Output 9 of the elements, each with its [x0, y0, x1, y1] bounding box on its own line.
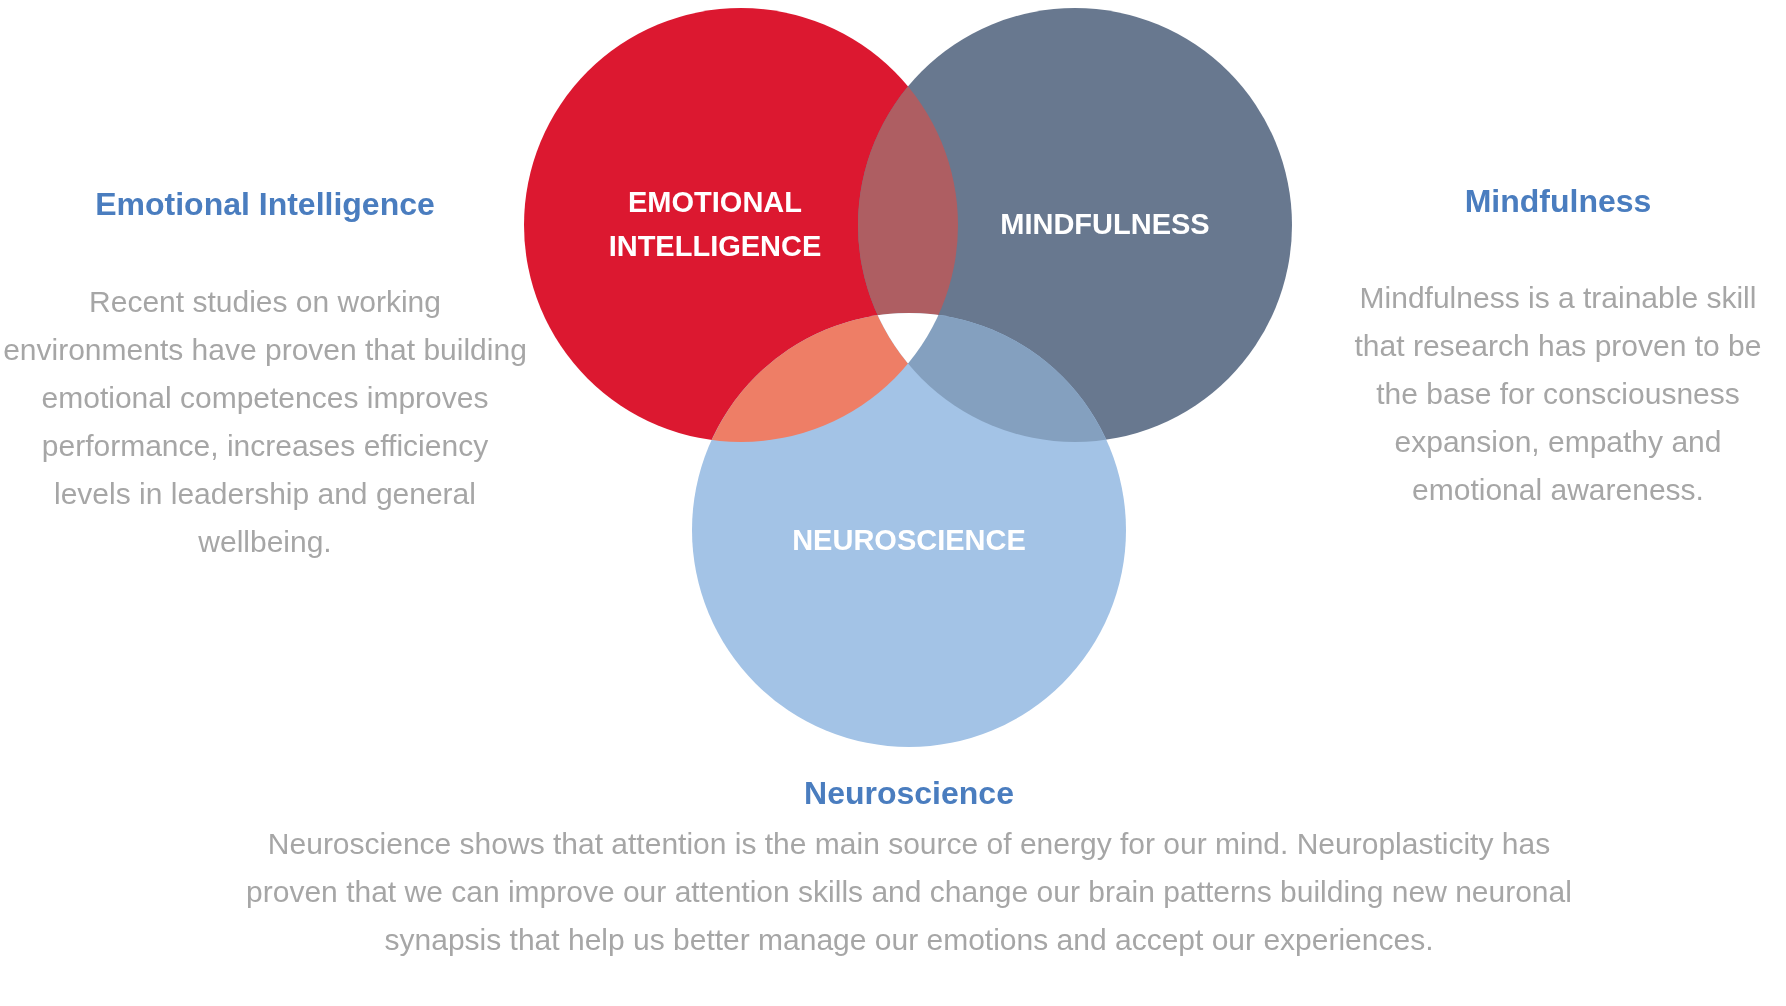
circle-label: MINDFULNESS [999, 207, 1211, 242]
heading: Mindfulness [1463, 183, 1653, 220]
heading: Emotional Intelligence [94, 186, 436, 223]
circle-label: EMOTIONAL INTELLIGENCE [607, 185, 823, 264]
circle-label: NEUROSCIENCE [791, 523, 1027, 558]
description: Mindfulness is a trainable skill that research has proven to be the base for consciousness expansion, empathy and emotional awareness. [1353, 280, 1763, 508]
description: Recent studies on working environments have proven that building emotional competences improves performance, increases efficiency levels in leadership and general wellbeing. [3, 284, 527, 560]
heading: Neuroscience [803, 775, 1015, 812]
description: Neuroscience shows that attention is the main source of energy for our mind. Neuroplasticity has proven that we can improve our attention skills and change our brain patterns building new neuronal synapsis that help us better manage our emotions and accept our experiences. [245, 826, 1573, 958]
